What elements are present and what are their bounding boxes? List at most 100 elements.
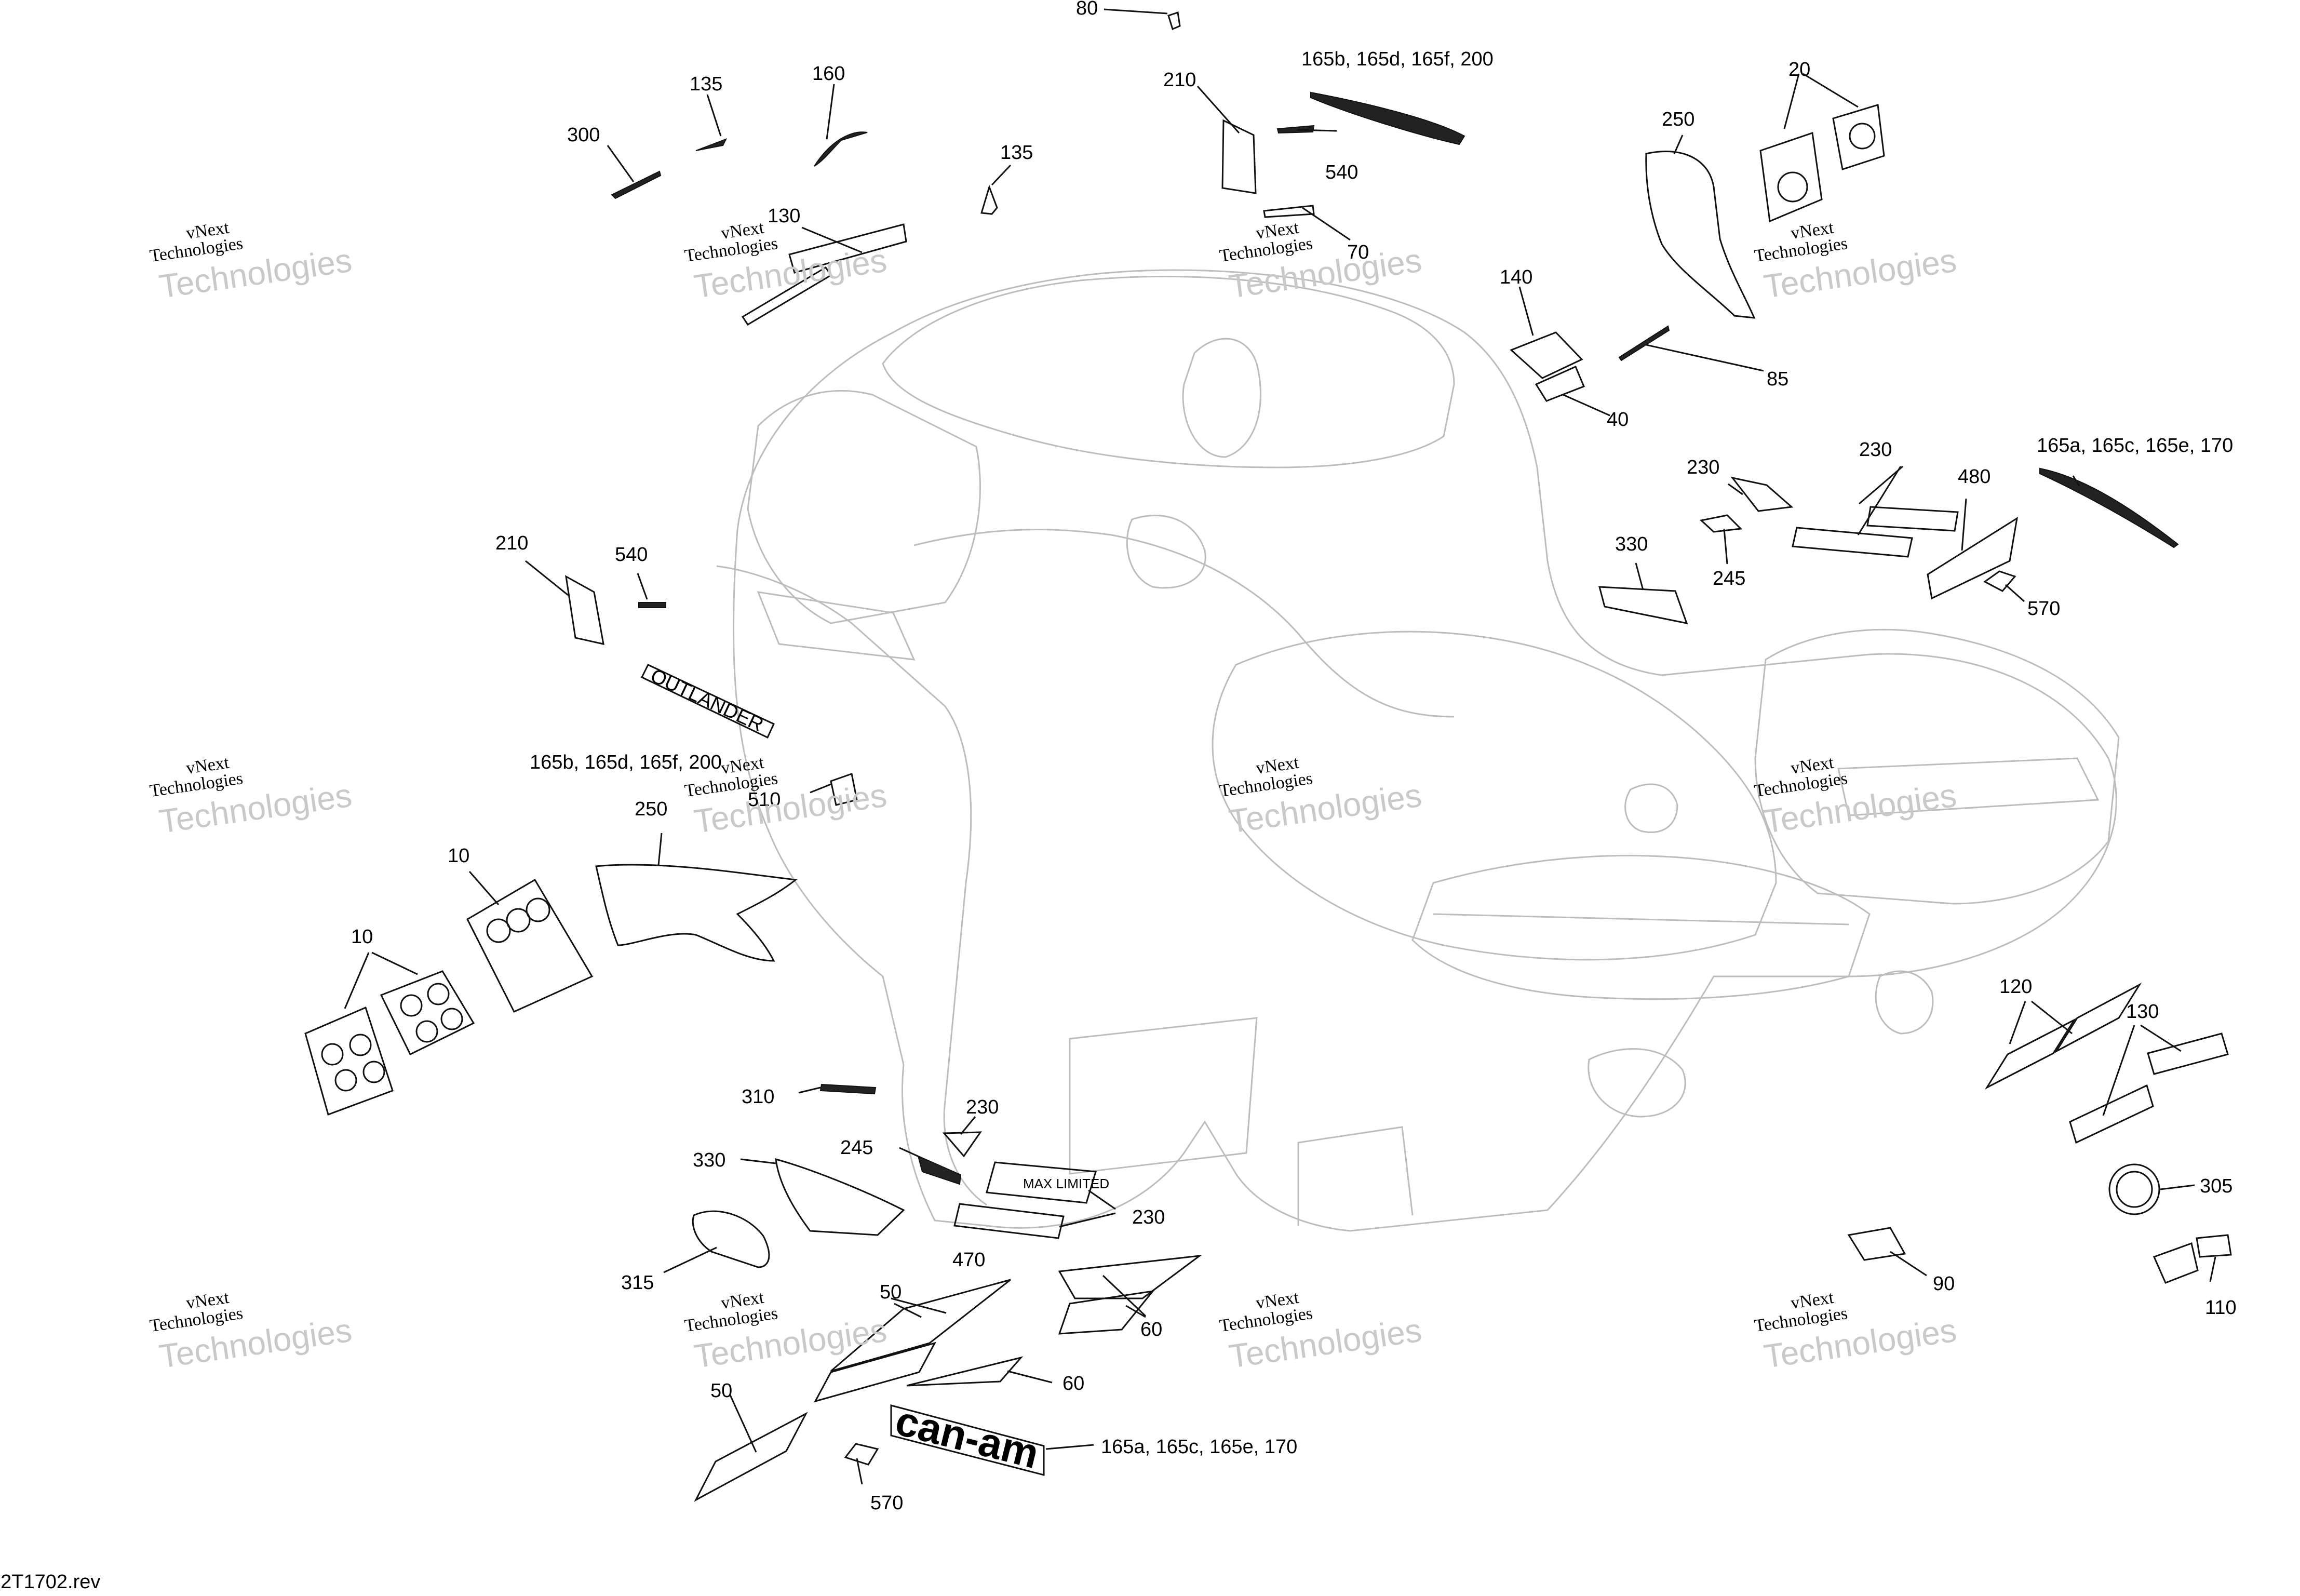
decal-10-lower bbox=[304, 970, 475, 1116]
decal-135-mid bbox=[980, 184, 998, 215]
callout-40: 40 bbox=[1607, 409, 1629, 431]
callout-60-upper: 60 bbox=[1140, 1319, 1162, 1340]
callout-90: 90 bbox=[1933, 1273, 1955, 1295]
decal-210-top bbox=[1221, 119, 1257, 194]
decal-250-left bbox=[595, 864, 798, 962]
decal-165b-top bbox=[1310, 91, 1465, 145]
callout-210-top: 210 bbox=[1163, 69, 1196, 91]
callout-310: 310 bbox=[742, 1086, 774, 1108]
decal-110 bbox=[2153, 1234, 2232, 1284]
max-limited-text: MAX LIMITED bbox=[1023, 1176, 1109, 1191]
decal-70 bbox=[1263, 205, 1315, 218]
decal-245-right bbox=[1699, 514, 1743, 533]
decal-245-mid bbox=[917, 1155, 962, 1185]
callout-50-upper: 50 bbox=[880, 1281, 902, 1303]
callout-160: 160 bbox=[812, 63, 845, 85]
decal-135-top bbox=[695, 138, 728, 151]
callout-540-left: 540 bbox=[615, 544, 648, 566]
callout-85: 85 bbox=[1767, 368, 1788, 390]
decal-20 bbox=[1759, 104, 1885, 223]
decal-85 bbox=[1618, 325, 1670, 361]
callout-570-lower: 570 bbox=[870, 1492, 903, 1514]
callout-110: 110 bbox=[2205, 1297, 2237, 1319]
callout-245-right: 245 bbox=[1713, 568, 1745, 589]
callout-330-mid: 330 bbox=[693, 1149, 725, 1171]
callout-140: 140 bbox=[1500, 266, 1532, 288]
callout-165b-top: 165b, 165d, 165f, 200 bbox=[1301, 48, 1494, 70]
canam-text: can-am bbox=[891, 1397, 1043, 1477]
callout-20: 20 bbox=[1788, 59, 1810, 81]
decal-230-right bbox=[1792, 506, 1959, 558]
callout-245-mid: 245 bbox=[840, 1137, 873, 1159]
callout-250-top: 250 bbox=[1662, 109, 1694, 130]
callout-labels: 80 135 160 300 135 130 210 165b, 165d, 1… bbox=[351, 0, 2237, 1514]
callout-300: 300 bbox=[567, 124, 600, 146]
leader-lines bbox=[344, 8, 2216, 1485]
callout-70: 70 bbox=[1347, 242, 1369, 263]
callout-330-right: 330 bbox=[1615, 533, 1648, 555]
decal-230-max-limited: MAX LIMITED bbox=[986, 1161, 1109, 1204]
callout-135-mid: 135 bbox=[1000, 142, 1033, 164]
callout-60-lower: 60 bbox=[1062, 1373, 1084, 1394]
decal-540-top bbox=[1276, 125, 1315, 134]
callout-510: 510 bbox=[748, 789, 781, 811]
decal-outlander: OUTLANDER bbox=[640, 664, 775, 739]
callout-480: 480 bbox=[1958, 466, 1990, 488]
decal-60-lower bbox=[906, 1356, 1024, 1387]
callout-10-lower: 10 bbox=[351, 926, 373, 948]
decal-50-upper bbox=[814, 1279, 1011, 1403]
callout-305: 305 bbox=[2200, 1175, 2232, 1197]
callout-315: 315 bbox=[621, 1272, 654, 1294]
callout-135-top: 135 bbox=[690, 73, 722, 95]
decal-315 bbox=[692, 1210, 770, 1268]
decal-470 bbox=[953, 1203, 1065, 1239]
decal-165a-right bbox=[2039, 467, 2179, 548]
callout-570-right: 570 bbox=[2027, 598, 2060, 620]
decal-130-top bbox=[741, 223, 907, 326]
callout-130-right: 130 bbox=[2126, 1001, 2159, 1023]
callout-80: 80 bbox=[1076, 0, 1098, 19]
decal-80 bbox=[1167, 11, 1181, 31]
callout-50-lower: 50 bbox=[710, 1380, 732, 1402]
decal-50-lower bbox=[694, 1412, 808, 1502]
callout-230-max: 230 bbox=[1132, 1206, 1165, 1228]
decal-230-right-small bbox=[1730, 476, 1794, 512]
decal-120 bbox=[1984, 983, 2142, 1090]
decal-60-upper bbox=[1058, 1254, 1203, 1335]
atv-body-outline bbox=[716, 269, 2120, 1232]
callout-210-left: 210 bbox=[495, 532, 528, 554]
outlander-text: OUTLANDER bbox=[647, 665, 766, 736]
decal-570-right bbox=[1983, 570, 2016, 592]
callout-165a-lower: 165a, 165c, 165e, 170 bbox=[1101, 1436, 1297, 1458]
decal-90 bbox=[1847, 1227, 1906, 1261]
decal-570-lower bbox=[844, 1443, 879, 1466]
callout-230-right-small: 230 bbox=[1687, 457, 1719, 478]
decal-330-mid bbox=[775, 1158, 905, 1236]
decal-160 bbox=[814, 131, 868, 167]
decal-250-top bbox=[1645, 151, 1756, 319]
callout-230-right: 230 bbox=[1859, 439, 1892, 461]
decal-300 bbox=[611, 170, 662, 199]
decal-canam: can-am bbox=[890, 1397, 1045, 1477]
callout-165b-left: 165b, 165d, 165f, 200 bbox=[530, 752, 722, 773]
callout-230-mid: 230 bbox=[966, 1096, 999, 1118]
decal-140 bbox=[1510, 331, 1585, 402]
callout-470: 470 bbox=[952, 1249, 985, 1271]
callout-165a-right: 165a, 165c, 165e, 170 bbox=[2037, 435, 2233, 457]
drawing-reference: 32T1702.rev bbox=[0, 1571, 100, 1593]
decal-305 bbox=[2108, 1163, 2160, 1215]
callout-130-top: 130 bbox=[768, 205, 800, 227]
decal-130-right bbox=[2069, 1032, 2229, 1144]
decal-540-left bbox=[638, 602, 666, 608]
